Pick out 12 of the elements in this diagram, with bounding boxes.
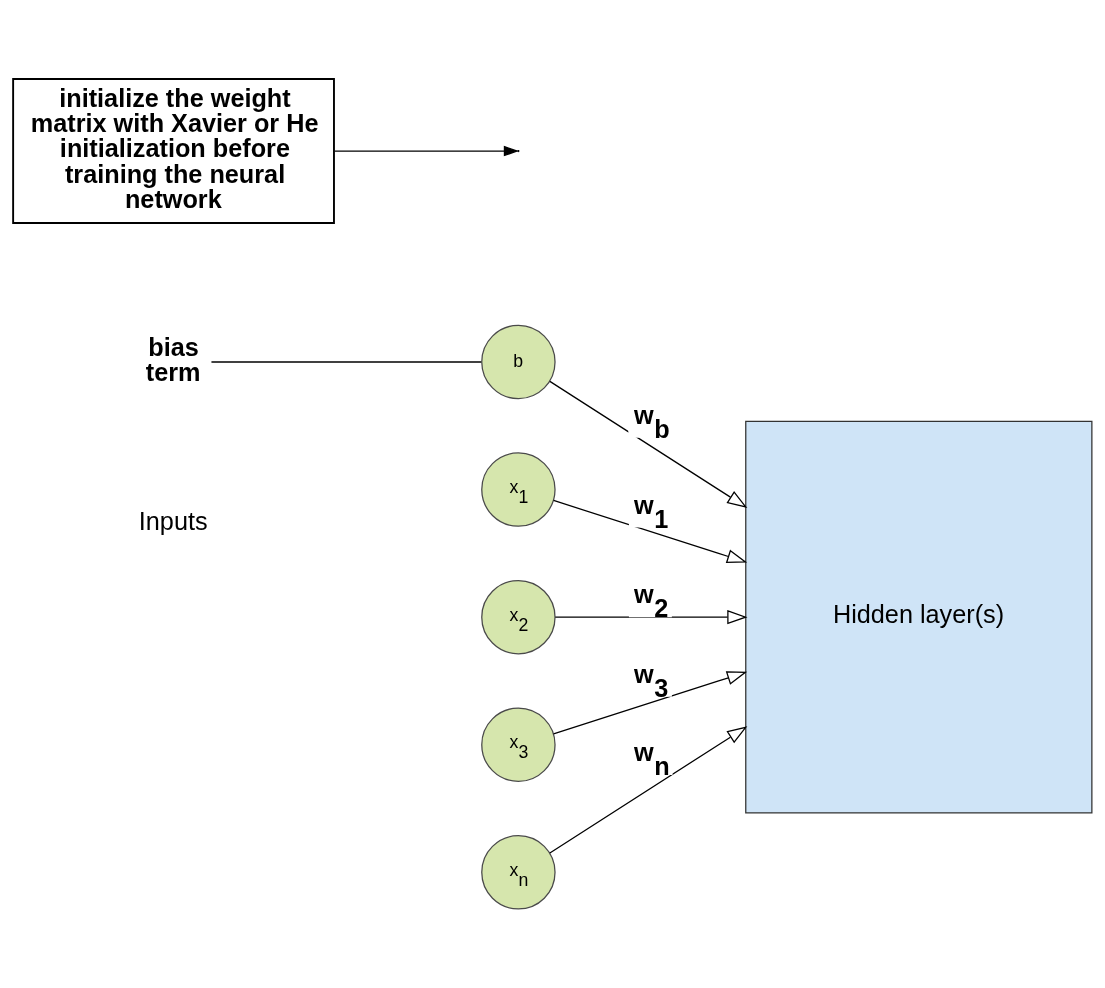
node-box: Hidden layer(s)	[745, 420, 1093, 814]
label: Inputs	[138, 507, 208, 535]
arrow	[549, 726, 748, 854]
arrow	[333, 145, 519, 157]
arrow	[554, 610, 748, 625]
node-box: initialize the weight matrix with Xavier or He initialization before training the neural network	[12, 78, 335, 224]
connector	[210, 361, 482, 363]
arrow	[552, 499, 748, 564]
arrow	[549, 380, 748, 508]
node-circle: b	[481, 324, 556, 400]
arrow	[552, 671, 748, 735]
node-text: bias term	[145, 332, 201, 386]
